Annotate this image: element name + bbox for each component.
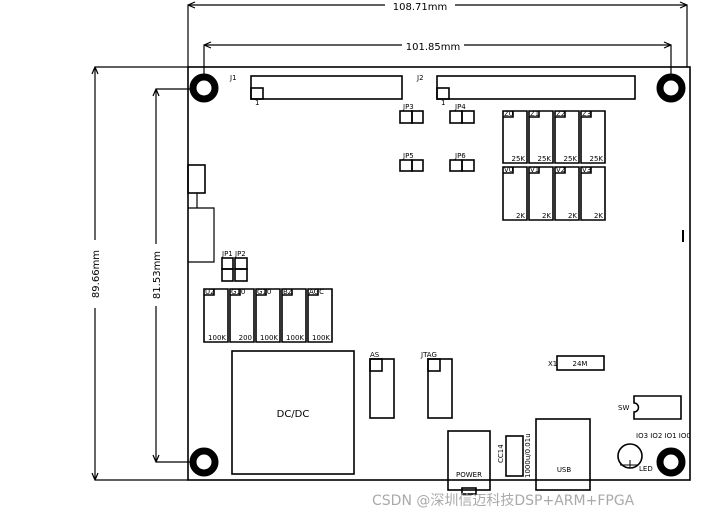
pack-name: Z1	[530, 110, 539, 118]
resistor-pack-left: U2 100K	[203, 288, 229, 343]
pack-value: 2K	[594, 212, 603, 220]
as-header: AS	[369, 351, 395, 419]
resistor-pack-top: Z2 25K	[554, 110, 580, 164]
pack-name: U2	[205, 288, 215, 296]
pack-value: 25K	[538, 155, 552, 163]
svg-text:CC14: CC14	[497, 444, 505, 463]
pack-value: 25K	[512, 155, 526, 163]
resistor-pack-mid: V3 2K	[580, 166, 606, 221]
switch-sw: SW	[618, 395, 682, 420]
jumper-jp6: JP6	[449, 152, 475, 172]
pin1-label: 1	[255, 99, 259, 107]
resistor-pack-left: BZ 100K	[281, 288, 307, 343]
svg-text:X1: X1	[548, 360, 557, 368]
j2-label: J2	[416, 74, 424, 82]
dcdc-module: DC/DC	[231, 350, 355, 475]
watermark: CSDN @深圳信迈科技DSP+ARM+FPGA	[372, 493, 635, 509]
pack-name: V2	[556, 166, 565, 174]
resistor-pack-top: Z3 25K	[580, 110, 606, 164]
resistor-pack-top: Z1 25K	[528, 110, 554, 164]
io-labels: IO3 IO2 IO1 IO0	[636, 432, 691, 440]
jumper-jp5: JP5	[399, 152, 424, 172]
svg-text:AS: AS	[370, 351, 380, 359]
svg-text:SW: SW	[618, 404, 629, 412]
mounting-holes	[189, 73, 686, 477]
pack-name: Z2	[556, 110, 565, 118]
svg-text:JP4: JP4	[454, 103, 466, 111]
pack-name: Z3	[582, 110, 591, 118]
svg-text:JP1: JP1	[221, 250, 233, 258]
pack-name: V3	[582, 166, 591, 174]
connector-j2: J2 1	[416, 74, 636, 107]
pack-name: AGC	[309, 288, 324, 296]
dcdc-label: DC/DC	[277, 409, 310, 420]
dimension-hole-x: 101.85mm	[203, 40, 672, 74]
left-edge-parts	[187, 164, 215, 263]
svg-text:POWER: POWER	[456, 471, 482, 479]
pack-name: BZ	[283, 288, 293, 296]
pack-value: 2K	[542, 212, 551, 220]
pack-name: V1	[530, 166, 539, 174]
width-label: 108.71mm	[393, 2, 447, 13]
pack-value: 2K	[516, 212, 525, 220]
board-outline	[187, 66, 691, 481]
dimension-hole-y: 81.53mm	[150, 88, 190, 463]
resistor-pack-left: G10 100K	[255, 288, 281, 343]
svg-text:JP6: JP6	[454, 152, 466, 160]
resistor-pack-left: G10 200	[229, 288, 255, 343]
dimension-width: 108.71mm	[187, 0, 688, 67]
connector-j1: J1 1	[229, 74, 403, 107]
pack-value: 100K	[286, 334, 304, 342]
mounting-hole	[189, 447, 219, 477]
svg-text:JP3: JP3	[402, 103, 414, 111]
j1-label: J1	[229, 74, 237, 82]
height-label: 89.66mm	[91, 250, 102, 298]
power-connector: POWER	[447, 430, 491, 495]
crystal-x1: X1 24M	[548, 355, 605, 371]
pin1-label: 1	[441, 99, 445, 107]
pack-value: 25K	[590, 155, 604, 163]
pack-value: 25K	[564, 155, 578, 163]
capacitor-cc14: CC14 1000u/0.01u	[497, 433, 532, 478]
resistor-pack-mid: V0 2K	[502, 166, 528, 221]
resistor-pack-left: AGC 100K	[307, 288, 333, 343]
resistor-packs: Z0 25K V0 2K Z1 25K V1 2K Z2 25K V2 2K Z3 25K V3 2K U2 10…	[203, 110, 606, 343]
pack-name: V0	[504, 166, 513, 174]
jtag-header: JTAG	[420, 351, 453, 419]
led: LED	[617, 443, 653, 473]
usb-connector: USB	[535, 418, 591, 491]
pack-value: 100K	[208, 334, 226, 342]
pack-value: 200	[239, 334, 252, 342]
hole-y-label: 81.53mm	[152, 251, 163, 299]
mounting-hole	[656, 73, 686, 103]
svg-text:USB: USB	[557, 466, 572, 474]
svg-text:LED: LED	[639, 465, 653, 473]
pack-name: G10	[231, 288, 245, 296]
pack-name: G10	[257, 288, 271, 296]
svg-text:JP2: JP2	[234, 250, 246, 258]
resistor-pack-mid: V1 2K	[528, 166, 554, 221]
resistor-pack-mid: V2 2K	[554, 166, 580, 221]
pack-value: 100K	[312, 334, 330, 342]
hole-x-label: 101.85mm	[406, 42, 460, 53]
pack-name: Z0	[504, 110, 513, 118]
resistor-pack-top: Z0 25K	[502, 110, 528, 164]
svg-text:24M: 24M	[573, 360, 588, 368]
mounting-hole	[189, 73, 219, 103]
pack-value: 100K	[260, 334, 278, 342]
mounting-hole	[656, 447, 686, 477]
svg-text:JTAG: JTAG	[420, 351, 437, 359]
edge-mark	[682, 230, 684, 242]
jumper-jp3: JP3	[399, 103, 424, 124]
dimension-height: 89.66mm	[89, 66, 188, 481]
pack-value: 2K	[568, 212, 577, 220]
jumper-jp4: JP4	[449, 103, 475, 124]
svg-text:1000u/0.01u: 1000u/0.01u	[524, 433, 532, 478]
svg-text:JP5: JP5	[402, 152, 414, 160]
